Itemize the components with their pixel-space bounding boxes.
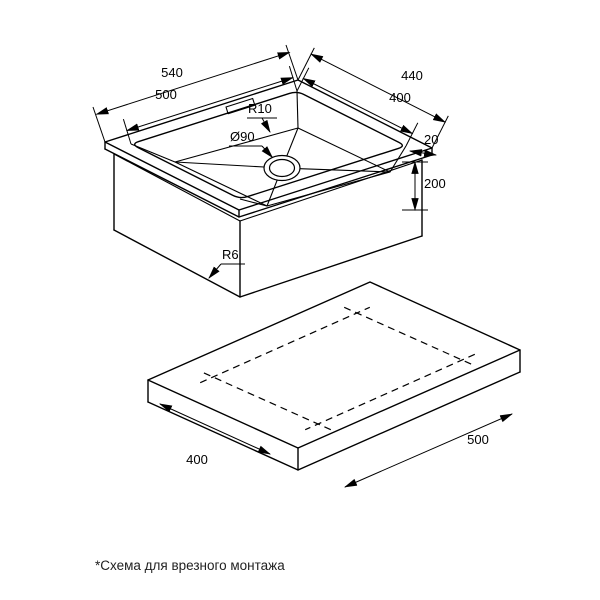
mounting-footnote: *Схема для врезного монтажа xyxy=(95,558,285,573)
dimension-cutout-length: 500 xyxy=(344,413,513,488)
dim-r6-label: R6 xyxy=(222,247,239,262)
dim-400-bowl-label: 400 xyxy=(389,90,411,105)
dim-500-label: 500 xyxy=(155,87,177,102)
dimension-bowl-width: 400 xyxy=(296,67,419,147)
countertop-top-face xyxy=(147,281,521,449)
dimension-bowl-length: 500 xyxy=(122,65,298,145)
dim-d90-label: Ø90 xyxy=(230,129,255,144)
dimension-flange-width: 20 xyxy=(408,132,438,157)
cutout-template-view: 400 500 xyxy=(147,281,521,488)
dim-540-label: 540 xyxy=(161,65,183,80)
dim-440-label: 440 xyxy=(401,68,423,83)
drain-inner-circle xyxy=(268,158,296,178)
sink-isometric-view: 540 500 440 400 20 xyxy=(92,44,449,298)
callout-bottom-corner-radius: R6 xyxy=(208,247,245,279)
dim-200-label: 200 xyxy=(424,176,446,191)
callout-drain-diameter: Ø90 xyxy=(229,129,274,159)
dimension-cutout-width: 400 xyxy=(159,403,271,467)
dim-cutout-500-label: 500 xyxy=(467,432,489,447)
cutout-dashed-outline xyxy=(199,306,476,431)
dim-cutout-400-label: 400 xyxy=(186,452,208,467)
bowl-interior xyxy=(130,90,407,207)
callout-bowl-corner-radius: R10 xyxy=(247,101,277,133)
dim-r10-label: R10 xyxy=(248,101,272,116)
dimension-depth: 200 xyxy=(402,160,446,212)
dim-20-label: 20 xyxy=(424,132,438,147)
